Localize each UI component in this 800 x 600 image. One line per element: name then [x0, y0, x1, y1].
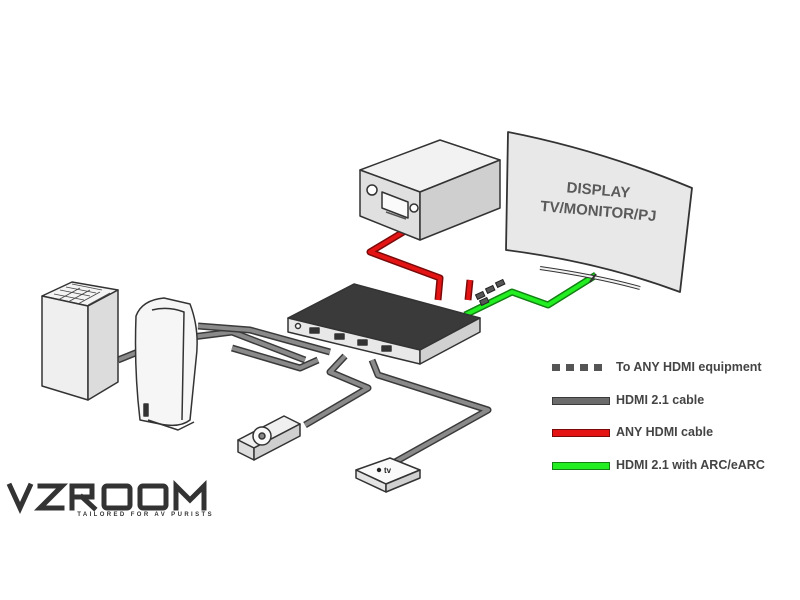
apple-logo-icon: [376, 467, 382, 473]
av-receiver: [359, 139, 501, 241]
legend: To ANY HDMI equipment HDMI 2.1 cable ANY…: [552, 360, 792, 490]
hdmi-switch: [287, 283, 481, 365]
graphics-card: [237, 415, 301, 461]
xbox-vent: [53, 283, 111, 306]
legend-label: ANY HDMI cable: [616, 425, 714, 439]
legend-swatch-green: [552, 461, 610, 470]
display-label-line1: DISPLAY: [566, 179, 631, 201]
legend-item-arc: HDMI 2.1 with ARC/eARC: [552, 458, 792, 491]
brand-tagline: TAILORED FOR AV PURISTS: [77, 512, 214, 518]
appletv-badge: tv: [384, 466, 392, 475]
xbox-console: [41, 281, 119, 401]
legend-label: HDMI 2.1 with ARC/eARC: [616, 457, 765, 472]
dashed-output-stubs: [474, 278, 506, 307]
display-screen: DISPLAY TV/MONITOR/PJ: [505, 131, 693, 293]
cable-gpu: [303, 353, 372, 429]
legend-label: HDMI 2.1 cable: [616, 392, 705, 407]
legend-swatch-dashed: [552, 364, 608, 371]
legend-swatch-gray: [552, 396, 610, 405]
cable-appletv: [368, 358, 492, 466]
legend-item-any-equipment: To ANY HDMI equipment: [552, 360, 792, 393]
legend-label: To ANY HDMI equipment: [616, 360, 762, 374]
cable-switch-left: [231, 344, 320, 372]
legend-item-any-hdmi: ANY HDMI cable: [552, 425, 792, 458]
legend-item-hdmi21: HDMI 2.1 cable: [552, 393, 792, 426]
power-led: [294, 322, 302, 330]
switch-ports: [309, 327, 392, 352]
legend-swatch-red: [552, 429, 610, 437]
red-cable: [366, 224, 474, 301]
cable-ps5: [197, 322, 331, 356]
apple-tv: tv: [355, 457, 421, 493]
ps5-console: [134, 297, 198, 431]
vzroom-logo: [6, 479, 207, 515]
green-cable: [463, 272, 598, 319]
